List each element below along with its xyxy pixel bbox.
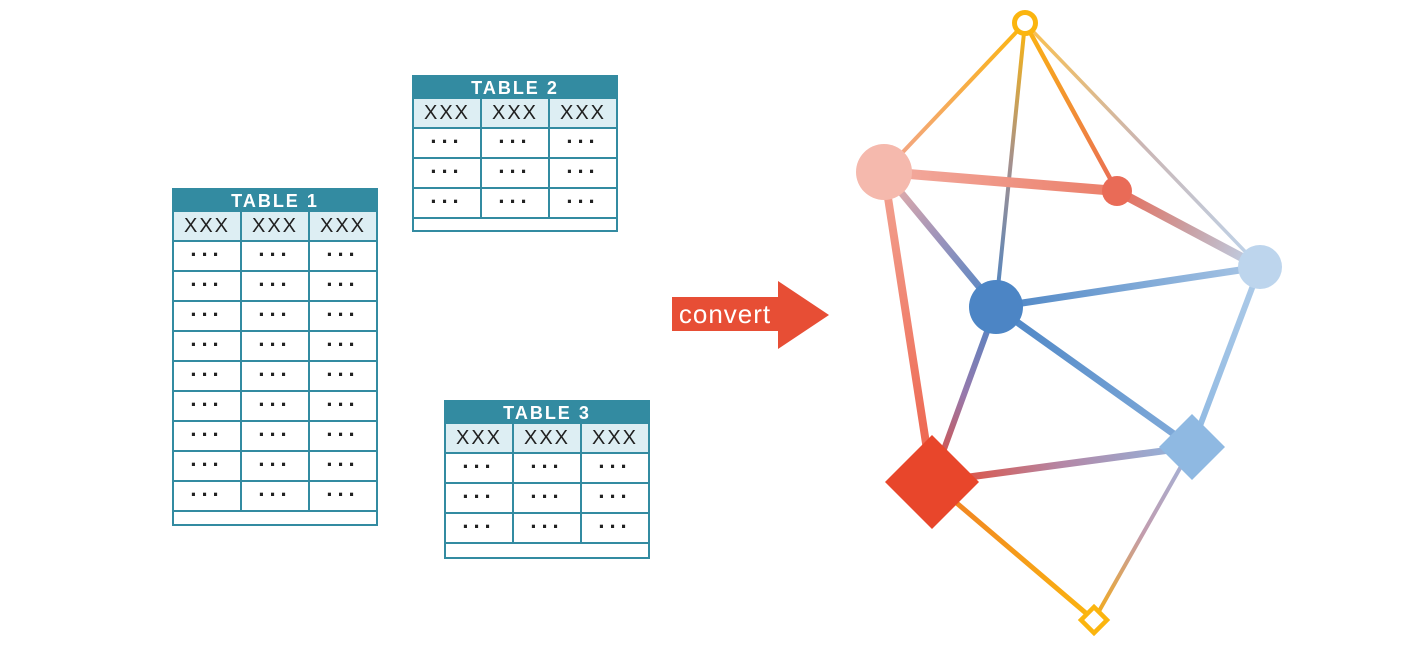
edge-yellow-ring-to-lightblue-circle (1023, 21, 1262, 269)
data-cell: ... (242, 482, 308, 510)
edge-pink-circle-to-red-diamond (880, 171, 936, 483)
edge-blue-circle-to-lightblue-diamond (993, 304, 1195, 450)
data-cell: ... (310, 362, 376, 390)
column-header-cell: XXX (174, 212, 240, 240)
data-cell: ... (582, 514, 648, 542)
edge-red-diamond-to-lightblue-diamond (931, 443, 1193, 486)
data-cell: ... (174, 302, 240, 330)
data-cell: ... (310, 422, 376, 450)
node-lightblue-circle (1238, 245, 1282, 289)
data-cell: ... (414, 129, 480, 157)
edge-red-diamond-to-yellow-diamond (930, 480, 1096, 622)
data-cell: ... (310, 272, 376, 300)
table-1-title: TABLE 1 (174, 190, 376, 212)
data-cell: ... (446, 454, 512, 482)
data-cell: ... (174, 242, 240, 270)
data-cell: ... (446, 484, 512, 512)
data-cell: ... (174, 452, 240, 480)
data-cell: ... (446, 514, 512, 542)
edge-lightblue-circle-to-lightblue-diamond (1189, 265, 1263, 449)
data-cell: ... (482, 189, 548, 217)
table-2-title: TABLE 2 (414, 77, 616, 99)
data-cell: ... (310, 332, 376, 360)
data-cell: ... (174, 332, 240, 360)
table-2-footer-row (414, 219, 616, 230)
node-yellow-diamond (1077, 603, 1111, 637)
data-cell: ... (242, 332, 308, 360)
data-cell: ... (310, 452, 376, 480)
data-cell: ... (174, 482, 240, 510)
convert-arrow-body: convert (672, 297, 778, 331)
data-cell: ... (514, 514, 580, 542)
data-cell: ... (550, 129, 616, 157)
table-3-title: TABLE 3 (446, 402, 648, 424)
data-cell: ... (242, 392, 308, 420)
column-header-cell: XXX (446, 424, 512, 452)
data-cell: ... (242, 242, 308, 270)
column-header-cell: XXX (550, 99, 616, 127)
node-lightblue-diamond (1159, 414, 1225, 480)
data-cell: ... (482, 159, 548, 187)
data-cell: ... (414, 159, 480, 187)
column-header-cell: XXX (310, 212, 376, 240)
edge-pink-circle-to-blue-circle (881, 169, 999, 310)
data-cell: ... (174, 422, 240, 450)
data-cell: ... (310, 482, 376, 510)
convert-arrow-head-icon (778, 281, 829, 349)
node-blue-circle (969, 280, 1023, 334)
data-cell: ... (174, 392, 240, 420)
edge-red-circle-to-lightblue-circle (1114, 187, 1263, 271)
node-red-circle (1102, 176, 1132, 206)
data-cell: ... (482, 129, 548, 157)
data-cell: ... (242, 362, 308, 390)
data-cell: ... (582, 484, 648, 512)
data-cell: ... (242, 302, 308, 330)
data-cell: ... (414, 189, 480, 217)
data-cell: ... (550, 189, 616, 217)
edge-yellow-ring-to-red-circle (1023, 21, 1119, 193)
node-red-diamond (885, 435, 979, 529)
data-cell: ... (550, 159, 616, 187)
data-cell: ... (310, 242, 376, 270)
data-cell: ... (514, 454, 580, 482)
table-1-footer-row (174, 512, 376, 524)
node-pink-circle (856, 144, 912, 200)
edge-yellow-ring-to-blue-circle (994, 22, 1027, 308)
data-cell: ... (310, 302, 376, 330)
edge-pink-circle-to-red-circle (883, 167, 1118, 196)
table-3-footer-row (446, 544, 648, 557)
column-header-cell: XXX (482, 99, 548, 127)
edge-yellow-ring-to-pink-circle (882, 21, 1027, 174)
column-header-cell: XXX (242, 212, 308, 240)
data-cell: ... (242, 452, 308, 480)
column-header-cell: XXX (582, 424, 648, 452)
data-cell: ... (582, 454, 648, 482)
data-cell: ... (174, 362, 240, 390)
data-cell: ... (242, 272, 308, 300)
convert-arrow-label: convert (678, 298, 772, 329)
edge-lightblue-diamond-to-yellow-diamond (1092, 446, 1194, 621)
data-cell: ... (310, 392, 376, 420)
column-header-cell: XXX (514, 424, 580, 452)
edge-blue-circle-to-lightblue-circle (995, 263, 1261, 311)
node-yellow-ring (1012, 10, 1038, 36)
column-header-cell: XXX (414, 99, 480, 127)
data-cell: ... (174, 272, 240, 300)
data-cell: ... (242, 422, 308, 450)
data-cell: ... (514, 484, 580, 512)
